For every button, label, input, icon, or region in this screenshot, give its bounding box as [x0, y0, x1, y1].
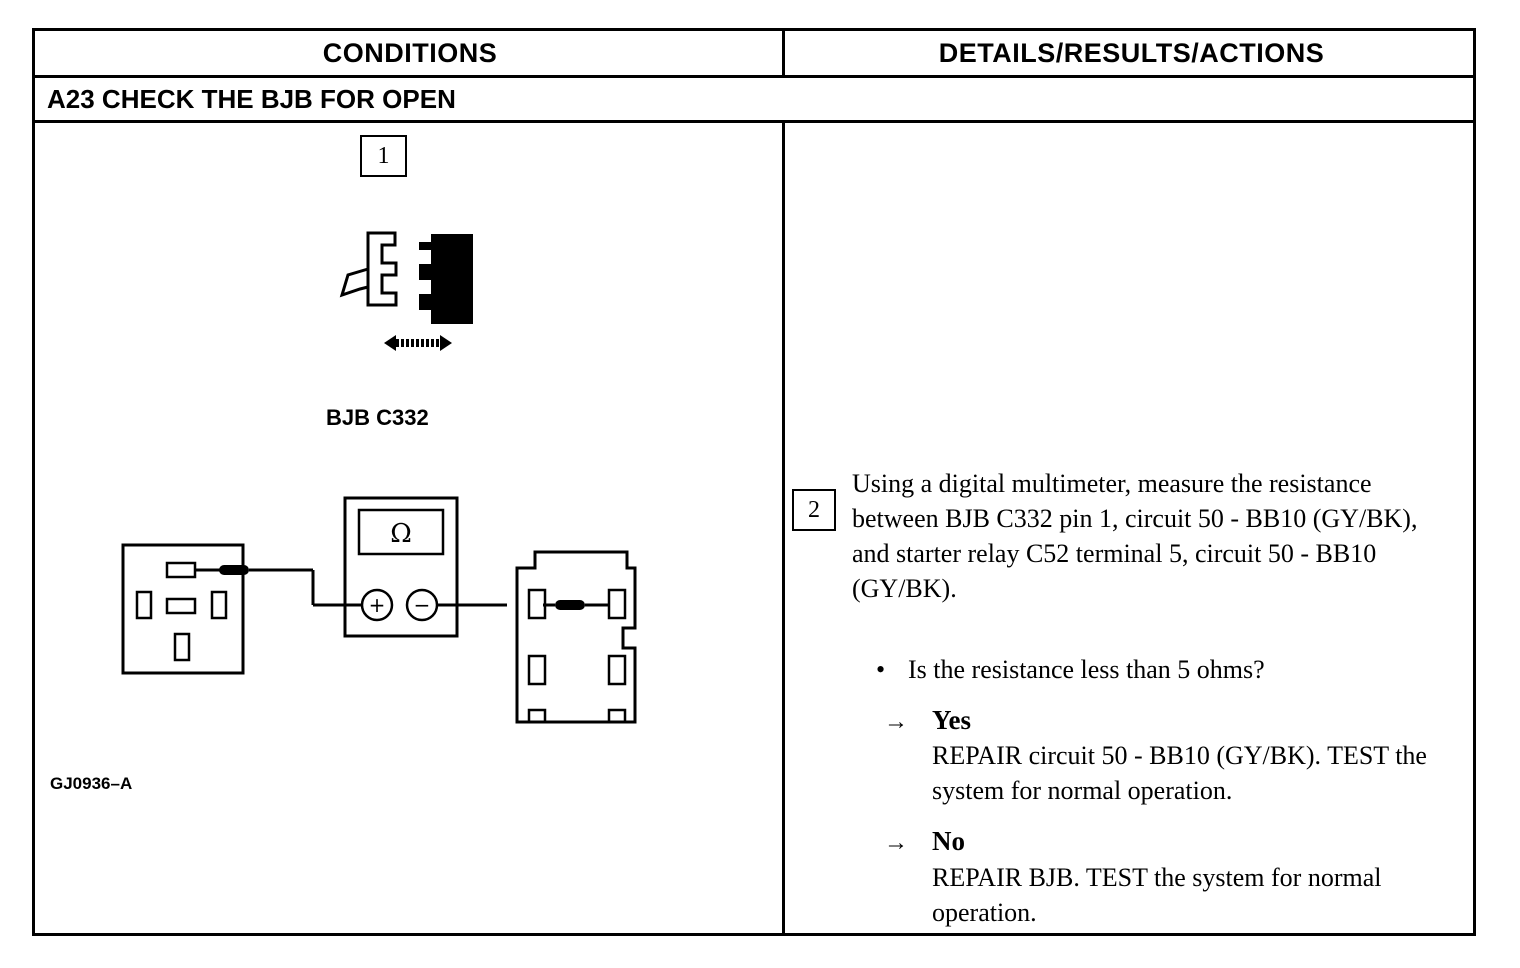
plus-symbol: +	[369, 593, 386, 617]
yes-label: Yes	[932, 705, 971, 735]
no-arrow-icon: →	[884, 830, 908, 856]
bjb-connector-face	[121, 543, 245, 675]
diagnostic-table: CONDITIONS DETAILS/RESULTS/ACTIONS A23 C…	[32, 28, 1476, 936]
right-probe	[437, 600, 609, 610]
multimeter-test-diagram: Ω + −	[121, 496, 637, 724]
resistance-question: Is the resistance less than 5 ohms?	[908, 655, 1265, 684]
step-2-instruction: Using a digital multimeter, measure the …	[852, 469, 1418, 603]
minus-symbol: −	[414, 593, 431, 617]
yes-arrow-icon: →	[884, 709, 908, 735]
details-header: DETAILS/RESULTS/ACTIONS	[938, 38, 1325, 68]
title-divider	[35, 120, 1473, 123]
body-column-divider	[782, 123, 785, 933]
question-bullet: •	[876, 655, 886, 684]
ohm-symbol: Ω	[390, 519, 412, 549]
step-title: A23 CHECK THE BJB FOR OPEN	[47, 84, 456, 114]
no-label: No	[932, 826, 965, 856]
multimeter-icon: Ω + −	[343, 496, 459, 638]
figure-code: GJ0936–A	[50, 774, 133, 793]
header-column-divider	[782, 31, 785, 75]
double-arrow-icon	[384, 335, 452, 351]
left-probe	[195, 565, 363, 607]
step-2-box: 2	[792, 489, 836, 531]
no-action: REPAIR BJB. TEST the system for normal o…	[932, 863, 1382, 927]
header-divider	[35, 75, 1473, 78]
step-1-box: 1	[360, 135, 407, 177]
starter-relay-connector-face	[515, 550, 637, 724]
conditions-header: CONDITIONS	[322, 38, 498, 68]
connector-label: BJB C332	[326, 405, 429, 430]
disconnect-connector-icon	[339, 231, 473, 351]
yes-action: REPAIR circuit 50 - BB10 (GY/BK). TEST t…	[932, 741, 1427, 805]
